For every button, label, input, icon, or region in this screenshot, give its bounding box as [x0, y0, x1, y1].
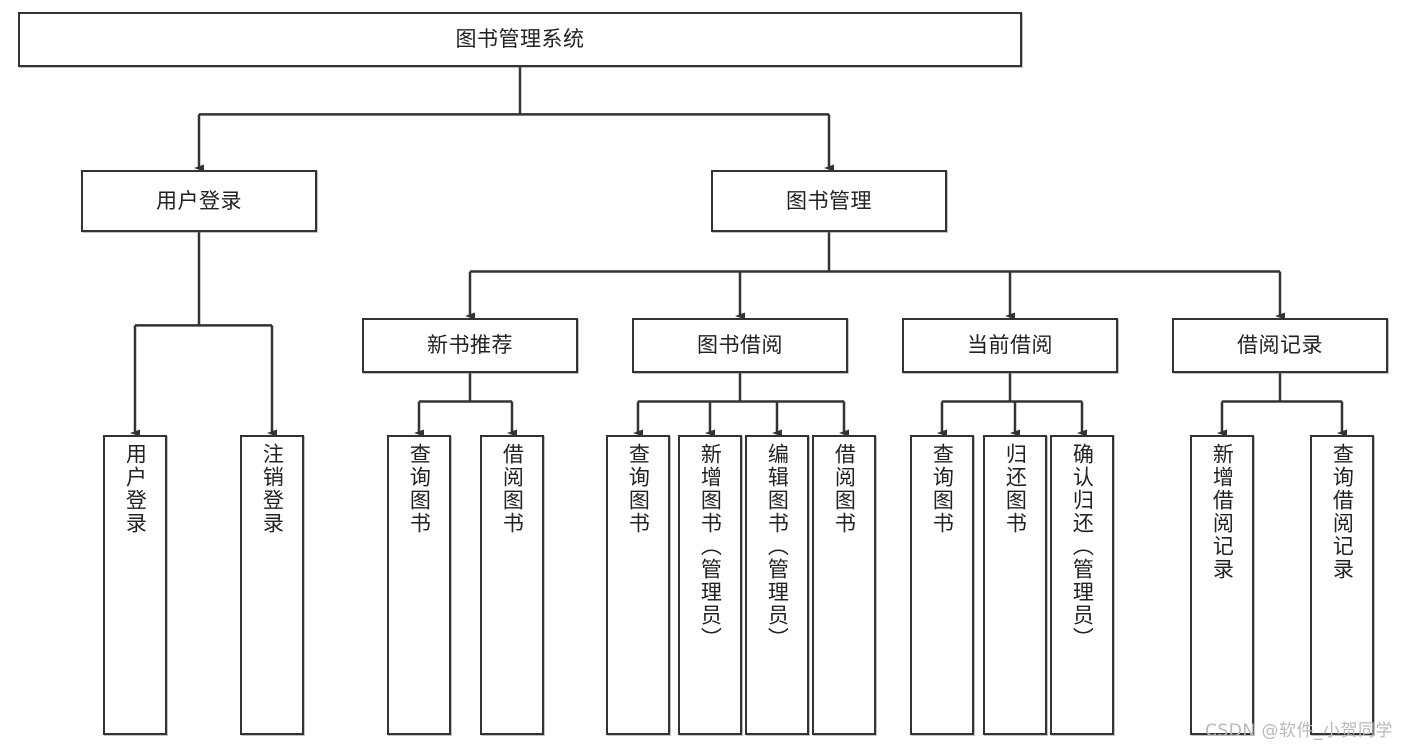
- node-borrow[interactable]: 图书借阅: [632, 318, 848, 373]
- node-label: 新增借阅记录: [1210, 443, 1235, 581]
- node-l4[interactable]: 借阅图书: [480, 435, 544, 735]
- node-l3[interactable]: 查询图书: [387, 435, 451, 735]
- node-l9[interactable]: 查询图书: [910, 435, 974, 735]
- node-l11[interactable]: 确认归还（管理员）: [1050, 435, 1114, 735]
- node-login[interactable]: 用户登录: [81, 170, 317, 232]
- node-label: 编辑图书（管理员）: [765, 443, 790, 650]
- node-l2[interactable]: 注销登录: [240, 435, 304, 735]
- node-bookmgmt[interactable]: 图书管理: [711, 170, 947, 232]
- node-l8[interactable]: 借阅图书: [812, 435, 876, 735]
- node-l7[interactable]: 编辑图书（管理员）: [745, 435, 809, 735]
- node-l12[interactable]: 新增借阅记录: [1190, 435, 1254, 735]
- node-label: 借阅记录: [1237, 333, 1323, 358]
- node-label: 查询借阅记录: [1330, 443, 1355, 581]
- node-label: 归还图书: [1003, 443, 1028, 535]
- node-newbook[interactable]: 新书推荐: [362, 318, 578, 373]
- node-label: 查询图书: [407, 443, 432, 535]
- node-records[interactable]: 借阅记录: [1172, 318, 1388, 373]
- node-label: 用户登录: [156, 188, 242, 213]
- node-label: 图书借阅: [697, 333, 783, 358]
- node-label: 借阅图书: [832, 443, 857, 535]
- node-root[interactable]: 图书管理系统: [18, 12, 1022, 67]
- node-l6[interactable]: 新增图书（管理员）: [678, 435, 742, 735]
- watermark-text: CSDN @软件_小贺同学: [1205, 721, 1393, 741]
- node-label: 图书管理: [786, 188, 872, 213]
- node-label: 查询图书: [930, 443, 955, 535]
- node-label: 图书管理系统: [455, 27, 585, 52]
- node-label: 用户登录: [123, 443, 148, 535]
- node-l13[interactable]: 查询借阅记录: [1310, 435, 1374, 735]
- node-label: 新增图书（管理员）: [698, 443, 723, 650]
- node-label: 查询图书: [626, 443, 651, 535]
- node-label: 确认归还（管理员）: [1070, 443, 1095, 650]
- node-current[interactable]: 当前借阅: [902, 318, 1118, 373]
- node-l1[interactable]: 用户登录: [103, 435, 167, 735]
- node-label: 借阅图书: [500, 443, 525, 535]
- node-label: 当前借阅: [967, 333, 1053, 358]
- node-label: 注销登录: [260, 443, 285, 535]
- node-l5[interactable]: 查询图书: [606, 435, 670, 735]
- node-label: 新书推荐: [427, 333, 513, 358]
- node-l10[interactable]: 归还图书: [983, 435, 1047, 735]
